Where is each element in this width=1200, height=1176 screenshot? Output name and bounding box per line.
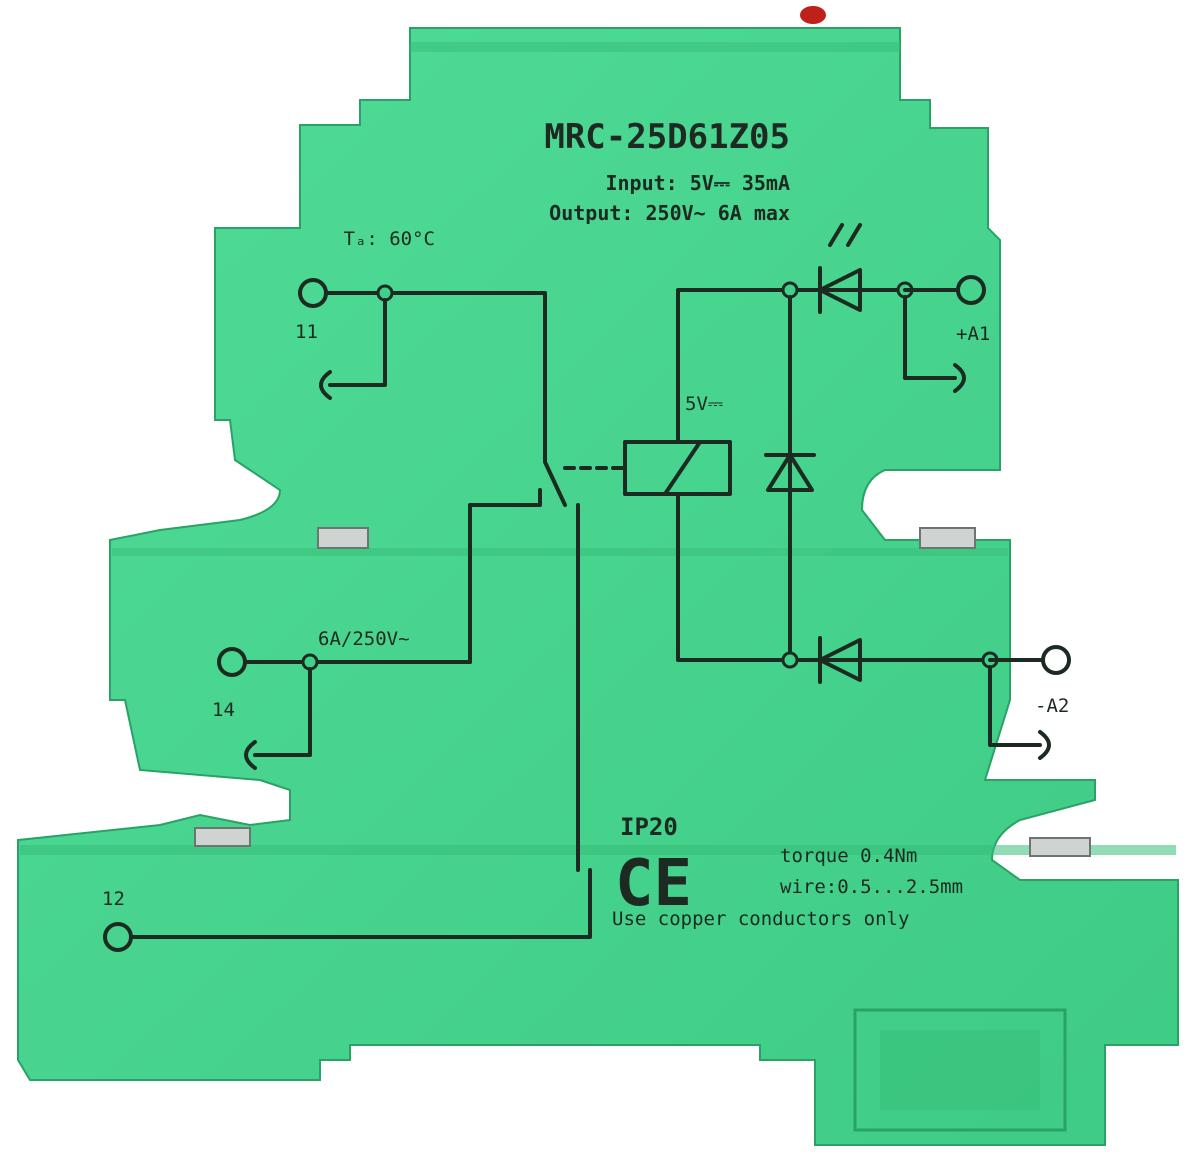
screw-clamp: [317, 527, 369, 549]
wire-a1-clamp: [903, 295, 957, 380]
ip-rating: IP20: [620, 813, 678, 841]
wire-12: [129, 868, 592, 939]
screw-clamp: [919, 527, 976, 549]
terminal-14-label: 14: [212, 699, 235, 721]
junction-dot: [376, 284, 394, 302]
coil-wire-top: [676, 288, 907, 444]
terminal-a1-label: +A1: [956, 323, 990, 345]
housing-ridge: [410, 42, 900, 52]
freewheel-diode-icon: [766, 453, 814, 492]
relay-housing: [17, 27, 1179, 1146]
status-led: [800, 6, 826, 24]
contact-rating: 6A/250V~: [318, 628, 410, 650]
coil-voltage: 5V⎓: [685, 393, 723, 415]
din-rail-slot-inner: [880, 1030, 1040, 1110]
housing-ridge: [20, 845, 1176, 855]
clamp-11-icon: [319, 370, 332, 400]
torque-spec: torque 0.4Nm: [780, 845, 917, 867]
junction-dot: [301, 653, 319, 671]
led-arrow-icon: [828, 223, 844, 247]
output-rating: Output: 250V~ 6A max: [549, 201, 790, 225]
screw-clamp: [194, 827, 251, 847]
clamp-screws: [194, 527, 1091, 857]
terminal-12-label: 12: [102, 888, 125, 910]
terminal-a2-label: -A2: [1035, 695, 1069, 717]
relay-coil-slash: [663, 440, 702, 496]
conductor-note: Use copper conductors only: [612, 908, 909, 930]
wire-a2-clamp: [988, 665, 1042, 747]
coil-wire-bottom: [676, 492, 992, 662]
ambient-temperature: Tₐ: 60°C: [343, 228, 435, 250]
led-diode-icon: [818, 268, 862, 312]
wire-spec: wire:0.5...2.5mm: [780, 876, 963, 898]
housing-ridge: [112, 548, 1008, 556]
protection-diode-icon: [818, 638, 862, 682]
screw-clamp: [1029, 837, 1091, 857]
led-arrow-icon: [846, 223, 862, 247]
contact-nc-stub: [468, 488, 542, 664]
clamp-14-icon: [244, 740, 257, 770]
terminal-a1-screw: [956, 275, 986, 305]
model-number: MRC-25D61Z05: [544, 117, 790, 157]
junction-dot: [781, 651, 799, 669]
junction-dot: [781, 281, 799, 299]
terminal-a2-screw: [1041, 645, 1071, 675]
input-rating: Input: 5V⎓ 35mA: [605, 171, 790, 195]
wire-11-clamp: [328, 298, 387, 387]
clamp-a1-icon: [953, 363, 966, 393]
ce-mark: CE: [615, 847, 692, 921]
terminal-11-label: 11: [295, 321, 318, 343]
clamp-a2-icon: [1038, 730, 1051, 760]
din-rail-slot: [853, 1008, 1067, 1132]
wire-11: [324, 291, 567, 507]
wire-14-clamp: [253, 667, 312, 757]
